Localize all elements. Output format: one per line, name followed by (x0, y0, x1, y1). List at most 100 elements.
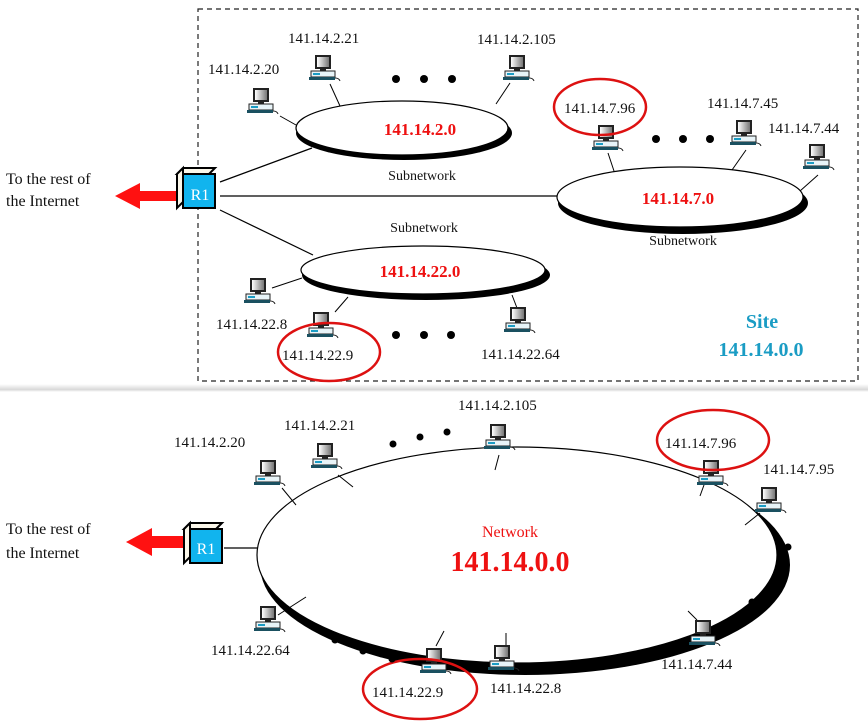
host-label: 141.14.2.20 (174, 435, 245, 451)
ellipsis-dot (392, 331, 400, 339)
subnet-caption: Subnetwork (649, 234, 717, 249)
highlight-ellipse (276, 321, 382, 383)
host-label: 141.14.22.8 (490, 681, 561, 697)
ellipsis-dot (652, 135, 660, 143)
internet-label: To the rest of (6, 171, 91, 188)
computer-icon (754, 486, 787, 514)
computer-icon (503, 306, 536, 334)
link (494, 454, 500, 471)
link (607, 152, 615, 172)
site-address: 141.14.0.0 (719, 339, 804, 361)
ellipsis-dot (679, 135, 687, 143)
subnet-address: 141.14.22.0 (380, 262, 461, 281)
host-label: 141.14.7.45 (707, 96, 778, 112)
ellipsis-dot (389, 440, 397, 448)
separator (0, 384, 868, 392)
link (731, 149, 747, 171)
highlight-ellipse (361, 657, 479, 721)
link (334, 296, 349, 313)
highlight-ellipse (552, 77, 648, 137)
ellipsis-dot (784, 543, 792, 551)
subnet-141-14-22-0: 141.14.22.0 Subnetwork 141.14.22.8 141.1… (216, 221, 560, 383)
subnet-address: 141.14.2.0 (384, 120, 456, 139)
subnet-caption: Subnetwork (390, 221, 458, 236)
link (279, 115, 297, 126)
router-label: R1 (197, 541, 216, 558)
computer-icon (310, 442, 343, 470)
computer-icon (729, 119, 762, 147)
router-r1: R1 (115, 167, 216, 209)
link (219, 209, 314, 256)
computer-icon (696, 459, 729, 487)
link (329, 83, 341, 107)
link (271, 277, 303, 289)
ellipsis-dot (416, 433, 424, 441)
subnet-address: 141.14.7.0 (642, 189, 714, 208)
top-diagram: 141.14.2.0 Subnetwork 141.14.2.20 141.14… (6, 8, 859, 383)
link (281, 487, 297, 506)
computer-icon (243, 277, 276, 305)
link (699, 484, 705, 497)
subnet-141-14-7-0: 141.14.7.0 Subnetwork 141.14.7.96 141.14… (552, 77, 840, 249)
ellipsis-dot (392, 75, 400, 83)
link (687, 610, 698, 621)
ellipsis-dot (748, 598, 756, 606)
link (511, 294, 518, 309)
ellipsis-dot (420, 75, 428, 83)
host-label: 141.14.22.8 (216, 317, 287, 333)
link (435, 630, 445, 647)
highlight-ellipse (655, 408, 771, 472)
host-label: 141.14.7.96 (665, 436, 737, 452)
link (219, 147, 313, 183)
computer-icon (253, 459, 286, 487)
network-ellipse (256, 446, 778, 664)
host-label: 141.14.22.64 (211, 643, 290, 659)
host-label: 141.14.7.96 (564, 101, 636, 117)
host-label: 141.14.22.9 (372, 685, 443, 701)
link (744, 512, 761, 526)
link (495, 82, 511, 105)
ellipsis-dot (388, 655, 396, 663)
ellipsis-dot (447, 331, 455, 339)
host-label: 141.14.2.20 (208, 62, 279, 78)
computer-icon (308, 54, 341, 82)
ellipsis-dot (706, 135, 714, 143)
link (337, 474, 354, 488)
network-address: 141.14.0.0 (451, 547, 570, 578)
link (277, 596, 307, 616)
site-title: Site (746, 311, 778, 333)
host-label: 141.14.7.44 (768, 121, 840, 137)
arrow-left-icon (115, 183, 180, 209)
network-caption: Network (482, 524, 538, 541)
computer-icon (591, 124, 624, 152)
router-label: R1 (191, 187, 210, 204)
computer-icon (246, 87, 279, 115)
internet-label: the Internet (6, 545, 80, 562)
ellipsis-dot (420, 331, 428, 339)
computer-icon (802, 143, 835, 171)
computer-icon (483, 423, 516, 451)
site-boundary (197, 8, 859, 382)
internet-label: the Internet (6, 193, 80, 210)
computer-icon (253, 605, 286, 633)
ellipsis-dot (359, 647, 367, 655)
computer-icon (502, 54, 535, 82)
host-label: 141.14.22.9 (282, 348, 353, 364)
link (799, 174, 819, 192)
host-label: 141.14.7.95 (763, 462, 834, 478)
bottom-diagram: Network 141.14.0.0 R1 To the rest of the… (6, 398, 834, 721)
host-label: 141.14.2.21 (288, 31, 359, 47)
subnet-141-14-2-0: 141.14.2.0 Subnetwork 141.14.2.20 141.14… (208, 31, 556, 184)
host-label: 141.14.2.105 (477, 32, 556, 48)
ellipsis-dot (448, 75, 456, 83)
ellipsis-dot (443, 428, 451, 436)
host-label: 141.14.2.21 (284, 418, 355, 434)
router-r1: R1 (126, 522, 258, 564)
ellipsis-dot (776, 574, 784, 582)
internet-label: To the rest of (6, 521, 91, 538)
host-label: 141.14.2.105 (458, 398, 537, 414)
subnet-caption: Subnetwork (388, 169, 456, 184)
arrow-left-icon (126, 528, 186, 556)
host-label: 141.14.7.44 (661, 657, 733, 673)
